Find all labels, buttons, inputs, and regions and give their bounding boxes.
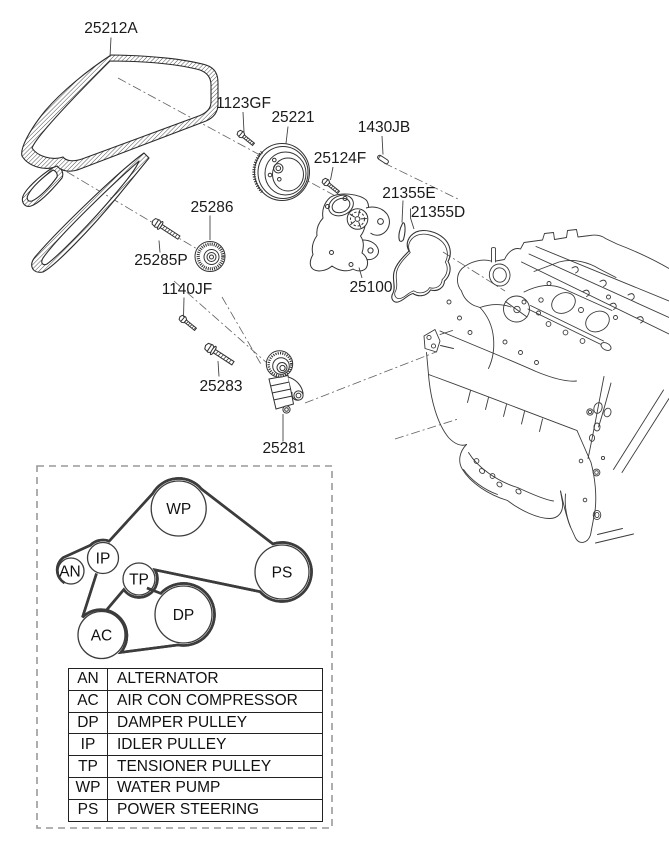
routing-pulley-ac xyxy=(77,610,126,660)
part-label-1123gf: 1123GF xyxy=(216,95,271,112)
routing-pulley-tp xyxy=(122,562,156,596)
routing-label-ip: IP xyxy=(96,551,111,568)
legend-row-tp: TP TENSIONER PULLEY xyxy=(68,755,323,778)
belt-routing-box: WP IP AN TP PS DP AC xyxy=(36,465,333,829)
gasket-21355d-art xyxy=(391,229,451,303)
legend-code: WP xyxy=(68,776,108,800)
legend-code: TP xyxy=(68,755,108,778)
routing-label-an: AN xyxy=(59,564,81,581)
legend-row-ip: IP IDLER PULLEY xyxy=(68,733,323,757)
part-label-25283: 25283 xyxy=(199,378,242,395)
leader-lines xyxy=(109,37,415,442)
bolt-25285p-art xyxy=(149,216,182,242)
legend-code: IP xyxy=(68,733,108,757)
legend-row-wp: WP WATER PUMP xyxy=(68,776,323,800)
legend-code: DP xyxy=(68,711,108,735)
part-label-25221: 25221 xyxy=(271,109,314,126)
legend-code: PS xyxy=(68,798,108,822)
legend-row-ps: PS POWER STEERING xyxy=(68,798,323,822)
routing-pulley-ps xyxy=(254,544,310,600)
routing-label-ps: PS xyxy=(272,565,293,582)
part-label-21355d: 21355D xyxy=(411,204,465,221)
bolt-25283-art xyxy=(202,340,237,368)
part-label-1430jb: 1430JB xyxy=(358,119,411,136)
routing-label-dp: DP xyxy=(173,607,195,624)
legend-desc: TENSIONER PULLEY xyxy=(107,755,323,778)
legend-desc: WATER PUMP xyxy=(107,776,323,800)
legend-desc: DAMPER PULLEY xyxy=(107,711,323,735)
legend-row-dp: DP DAMPER PULLEY xyxy=(68,711,323,735)
routing-pulley-wp xyxy=(150,480,207,537)
routing-label-tp: TP xyxy=(129,572,149,589)
legend-desc: ALTERNATOR xyxy=(107,668,323,691)
part-label-25124f: 25124F xyxy=(314,150,367,167)
routing-pulleys xyxy=(57,480,310,660)
routing-label-ac: AC xyxy=(91,628,113,645)
part-label-25285p: 25285P xyxy=(134,252,187,269)
pin-1430jb-art xyxy=(377,154,389,165)
pulley-25221-art xyxy=(252,143,310,201)
part-label-25281: 25281 xyxy=(262,440,305,457)
legend-code: AN xyxy=(68,668,108,691)
routing-pulley-dp xyxy=(154,585,213,644)
engine-block-drawing xyxy=(423,229,669,544)
legend-row-ac: AC AIR CON COMPRESSOR xyxy=(68,689,323,713)
routing-label-wp: WP xyxy=(166,501,191,518)
routing-labels: WP IP AN TP PS DP AC xyxy=(59,501,292,645)
part-labels: 25212A 1123GF 25221 1430JB 25124F 21355E… xyxy=(84,20,465,457)
legend-code: AC xyxy=(68,689,108,713)
part-label-25286: 25286 xyxy=(190,199,233,216)
bolt-1140jf-art xyxy=(177,313,199,333)
part-label-1140jf: 1140JF xyxy=(162,281,213,298)
tensioner-25281-art xyxy=(265,350,304,414)
water-pump-25100-art xyxy=(309,193,390,272)
bolt-1123gf-art xyxy=(235,128,257,148)
routing-pulley-ip xyxy=(86,541,120,575)
gasket-21355e-art xyxy=(398,222,406,242)
drive-belt-art xyxy=(21,54,219,273)
legend-desc: POWER STEERING xyxy=(107,798,323,822)
part-label-21355e: 21355E xyxy=(382,185,435,202)
part-label-25212a: 25212A xyxy=(84,20,138,37)
legend-desc: IDLER PULLEY xyxy=(107,733,323,757)
idler-pulley-25286-art xyxy=(194,241,226,272)
legend-desc: AIR CON COMPRESSOR xyxy=(107,689,323,713)
routing-belt xyxy=(55,477,313,655)
legend-table: AN ALTERNATOR AC AIR CON COMPRESSOR DP D… xyxy=(68,668,323,822)
dashed-border xyxy=(36,465,333,829)
legend-row-an: AN ALTERNATOR xyxy=(68,668,323,691)
part-label-25100: 25100 xyxy=(349,279,392,296)
